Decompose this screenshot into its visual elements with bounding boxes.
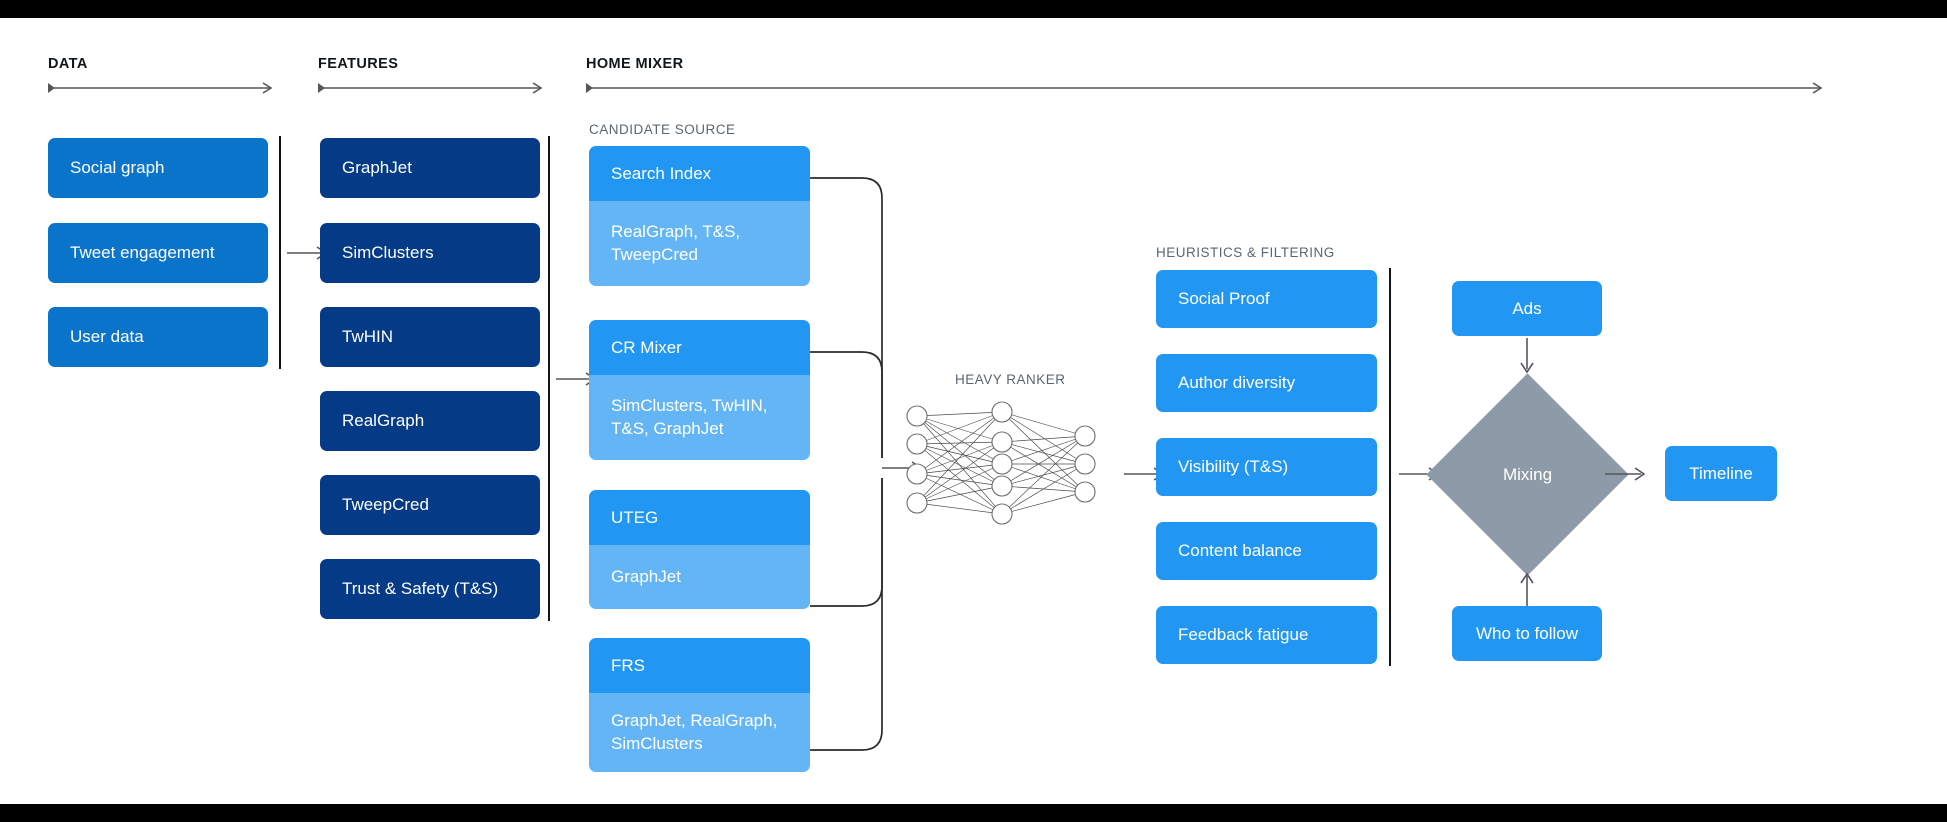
- feature-box-label: TwHIN: [342, 327, 393, 347]
- output-box-who-to-follow[interactable]: Who to follow: [1452, 606, 1602, 661]
- arrow-who-to-follow-to-mixing: [1520, 572, 1534, 608]
- output-box-label: Who to follow: [1475, 623, 1579, 643]
- heuristic-box-label: Social Proof: [1178, 289, 1270, 309]
- feature-box-label: SimClusters: [342, 243, 434, 263]
- heuristic-box-label: Content balance: [1178, 541, 1302, 561]
- heuristic-box-label: Author diversity: [1178, 373, 1296, 393]
- feature-box-trust-safety[interactable]: Trust & Safety (T&S): [320, 559, 540, 619]
- data-box-label: Tweet engagement: [70, 243, 215, 263]
- divider-heuristics-mixing: [1389, 268, 1391, 666]
- candidate-source-card-search-index[interactable]: Search Index RealGraph, T&S, TweepCred: [589, 146, 810, 286]
- stage-label-data: DATA: [48, 56, 88, 72]
- data-box-social-graph[interactable]: Social graph: [48, 138, 268, 198]
- heuristic-box-label: Visibility (T&S): [1178, 457, 1289, 477]
- stage-label-features: FEATURES: [318, 56, 399, 72]
- subheading-candidate-source: CANDIDATE SOURCE: [589, 122, 736, 137]
- data-box-label: User data: [70, 327, 144, 347]
- data-box-label: Social graph: [70, 158, 165, 178]
- heuristic-box-feedback-fatigue[interactable]: Feedback fatigue: [1156, 606, 1377, 664]
- output-box-timeline[interactable]: Timeline: [1665, 446, 1777, 501]
- stage-arrow-data: [48, 82, 273, 94]
- feature-box-realgraph[interactable]: RealGraph: [320, 391, 540, 451]
- feature-box-graphjet[interactable]: GraphJet: [320, 138, 540, 198]
- arrow-mixing-to-timeline: [1605, 467, 1646, 481]
- diagram-canvas: DATA FEATURES HOME MIXER Social graph Tw…: [0, 18, 1947, 804]
- stage-label-home-mixer: HOME MIXER: [586, 56, 684, 72]
- feature-box-twhin[interactable]: TwHIN: [320, 307, 540, 367]
- stage-arrow-home-mixer: [586, 82, 1823, 94]
- heuristic-box-author-diversity[interactable]: Author diversity: [1156, 354, 1377, 412]
- candidate-source-features: SimClusters, TwHIN, T&S, GraphJet: [589, 375, 810, 460]
- feature-box-label: Trust & Safety (T&S): [342, 579, 499, 599]
- arrow-ads-to-mixing: [1520, 338, 1534, 374]
- candidate-source-title: FRS: [589, 638, 810, 693]
- stage-arrow-features: [318, 82, 543, 94]
- output-box-ads[interactable]: Ads: [1452, 281, 1602, 336]
- mixing-node[interactable]: Mixing: [1426, 373, 1629, 576]
- candidate-source-title: Search Index: [589, 146, 810, 201]
- subheading-heavy-ranker: HEAVY RANKER: [955, 372, 1066, 387]
- candidate-source-features: GraphJet, RealGraph, SimClusters: [589, 693, 810, 772]
- mixing-label: Mixing: [1502, 464, 1553, 484]
- data-box-tweet-engagement[interactable]: Tweet engagement: [48, 223, 268, 283]
- candidate-source-title: CR Mixer: [589, 320, 810, 375]
- heuristic-box-content-balance[interactable]: Content balance: [1156, 522, 1377, 580]
- feature-box-label: RealGraph: [342, 411, 425, 431]
- candidate-source-title: UTEG: [589, 490, 810, 545]
- output-box-label: Ads: [1512, 298, 1542, 318]
- data-box-user-data[interactable]: User data: [48, 307, 268, 367]
- output-box-label: Timeline: [1689, 463, 1753, 483]
- candidate-source-features: GraphJet: [589, 545, 810, 609]
- candidate-source-card-frs[interactable]: FRS GraphJet, RealGraph, SimClusters: [589, 638, 810, 772]
- candidate-source-card-cr-mixer[interactable]: CR Mixer SimClusters, TwHIN, T&S, GraphJ…: [589, 320, 810, 460]
- candidate-source-card-uteg[interactable]: UTEG GraphJet: [589, 490, 810, 609]
- heuristic-box-social-proof[interactable]: Social Proof: [1156, 270, 1377, 328]
- feature-box-label: TweepCred: [342, 495, 429, 515]
- divider-data-features: [279, 136, 281, 369]
- divider-features-mixer: [548, 136, 550, 621]
- feature-box-label: GraphJet: [342, 158, 412, 178]
- candidate-source-features: RealGraph, T&S, TweepCred: [589, 201, 810, 286]
- heuristic-box-label: Feedback fatigue: [1178, 625, 1309, 645]
- feature-box-tweepcred[interactable]: TweepCred: [320, 475, 540, 535]
- feature-box-simclusters[interactable]: SimClusters: [320, 223, 540, 283]
- subheading-heuristics: HEURISTICS & FILTERING: [1156, 245, 1335, 260]
- heavy-ranker-network: [906, 401, 1096, 525]
- heuristic-box-visibility[interactable]: Visibility (T&S): [1156, 438, 1377, 496]
